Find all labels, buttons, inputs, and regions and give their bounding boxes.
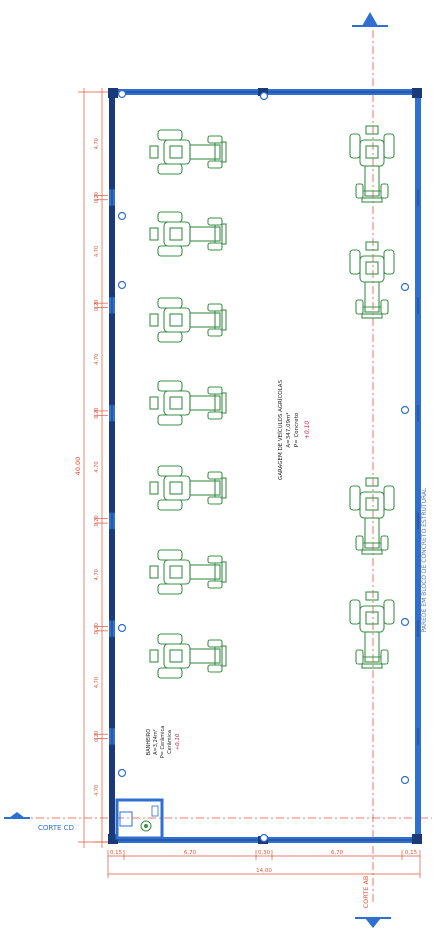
tractor-icon: [149, 129, 227, 175]
column-marker: [117, 211, 127, 221]
room-level-mark: +0,10: [304, 421, 311, 440]
cut-cd-label: CORTE CD: [38, 824, 74, 832]
dim-bottom-1: 0,15: [110, 850, 123, 856]
column-marker: [400, 282, 410, 292]
wall-segment-right: [415, 205, 421, 298]
dim-bay-label: 0,20: [94, 408, 100, 419]
dim-bottom-2: 6,70: [184, 850, 197, 856]
dim-bottom-3: 0,30: [258, 850, 271, 856]
wall-segment-left: [109, 636, 115, 729]
tractor-icon: [349, 241, 395, 319]
tractor-icon: [349, 591, 395, 669]
dim-bay-label: 4,70: [94, 569, 100, 580]
wall-segment-left: [109, 744, 115, 836]
room-label: GARAGEM DE VEÍCULOS AGRÍCOLAS A=347,09m²…: [277, 379, 311, 480]
vehicles-group: [149, 125, 395, 679]
bathroom: BANHEIRO A=3,24m² P= Cerâmica Cerâmica +…: [115, 726, 181, 840]
tractor-icon: [149, 465, 227, 511]
dim-bay-label: 4,70: [94, 461, 100, 472]
tractor-icon: [349, 477, 395, 555]
wall-segment-right: [415, 98, 421, 190]
tractor-icon: [149, 633, 227, 679]
wall-segment-left: [109, 529, 115, 621]
column-marker: [259, 833, 269, 843]
dim-bottom-total: 14,00: [256, 868, 272, 874]
wall-segment-right: [415, 421, 421, 513]
dim-bay-label: 4,70: [94, 354, 100, 365]
wall-segment-right: [415, 313, 421, 405]
dim-bottom-5: 0,15: [405, 850, 418, 856]
room-floor: P= Concreto: [294, 412, 300, 447]
bottom-dimension-chain: 0,15 6,70 0,30 6,70 0,15 14,00: [107, 850, 421, 878]
wall-segment-left: [109, 421, 115, 513]
wall-segment-left: [109, 98, 115, 190]
bathroom-area: A=3,24m²: [153, 729, 159, 755]
tractor-icon: [149, 211, 227, 257]
room-name: GARAGEM DE VEÍCULOS AGRÍCOLAS: [277, 379, 284, 480]
tractor-icon: [349, 125, 395, 203]
column-marker: [117, 89, 127, 99]
bathroom-name: BANHEIRO: [146, 729, 152, 755]
wall-segment-left: [109, 313, 115, 405]
column-marker: [400, 617, 410, 627]
dim-bay-label: 0,20: [94, 192, 100, 203]
column-marker: [259, 91, 269, 101]
dim-bay-label: 4,70: [94, 246, 100, 257]
dim-bay-label: 4,70: [94, 677, 100, 688]
wall-segment-left: [109, 205, 115, 298]
column-marker: [117, 280, 127, 290]
dim-bottom-4: 6,70: [331, 850, 344, 856]
room-area: A=347,09m²: [285, 412, 292, 447]
section-marker-top: [352, 12, 388, 27]
wall-note: PAREDE EM BLOCO DE CONCRETO ESTRUTURAL: [421, 487, 428, 632]
dim-bay-label: 4,70: [94, 785, 100, 796]
column-marker: [117, 768, 127, 778]
tractor-icon: [149, 297, 227, 343]
column-marker: [117, 623, 127, 633]
tractor-icon: [149, 549, 227, 595]
wall-segment-right: [415, 636, 421, 729]
wall-segment-right: [415, 744, 421, 836]
dim-bay-label: 4,70: [94, 138, 100, 149]
columns-group: [117, 89, 410, 843]
dim-bay-label: 0,20: [94, 731, 100, 742]
tractor-icon: [149, 380, 227, 426]
bathroom-finish: Cerâmica: [166, 730, 173, 754]
dim-bay-label: 0,20: [94, 515, 100, 526]
dimension-overall: 40,00: [74, 457, 82, 476]
dim-bay-label: 0,20: [94, 623, 100, 634]
wall-segment-right: [415, 529, 421, 621]
column-marker: [400, 775, 410, 785]
bathroom-level-mark: +0,10: [175, 733, 181, 750]
bathroom-floor: P= Cerâmica: [159, 726, 166, 759]
section-marker-ab: CORTE AB: [355, 876, 391, 928]
section-marker-cd: CORTE CD: [4, 812, 74, 832]
dim-bay-label: 0,20: [94, 300, 100, 311]
left-dimension-chain: 40,00 4,70 0,20 4,70 0,20 4,70 0,20 4,70 0,20 4,…: [74, 88, 112, 848]
column-marker: [400, 405, 410, 415]
cut-ab-label: CORTE AB: [362, 876, 370, 909]
